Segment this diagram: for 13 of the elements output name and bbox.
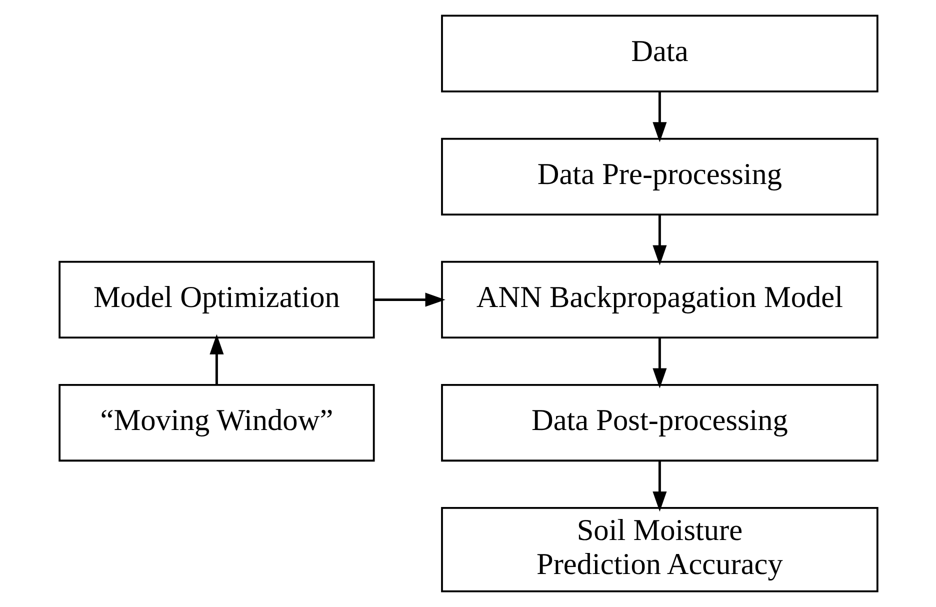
arrow <box>652 214 666 266</box>
node-box: Soil Moisture Prediction Accuracy <box>440 507 878 592</box>
arrow <box>209 334 224 385</box>
arrow <box>374 292 445 307</box>
arrow <box>652 338 666 388</box>
node-box: ANN Backpropagation Model <box>440 260 878 339</box>
node-box: “Moving Window” <box>58 384 374 462</box>
node-box: Data <box>440 14 878 92</box>
node-box: Model Optimization <box>58 260 374 339</box>
node-box: Data Post-processing <box>440 384 878 462</box>
arrow <box>652 92 666 142</box>
node-box: Data Pre-processing <box>440 138 878 216</box>
arrow <box>652 460 666 512</box>
